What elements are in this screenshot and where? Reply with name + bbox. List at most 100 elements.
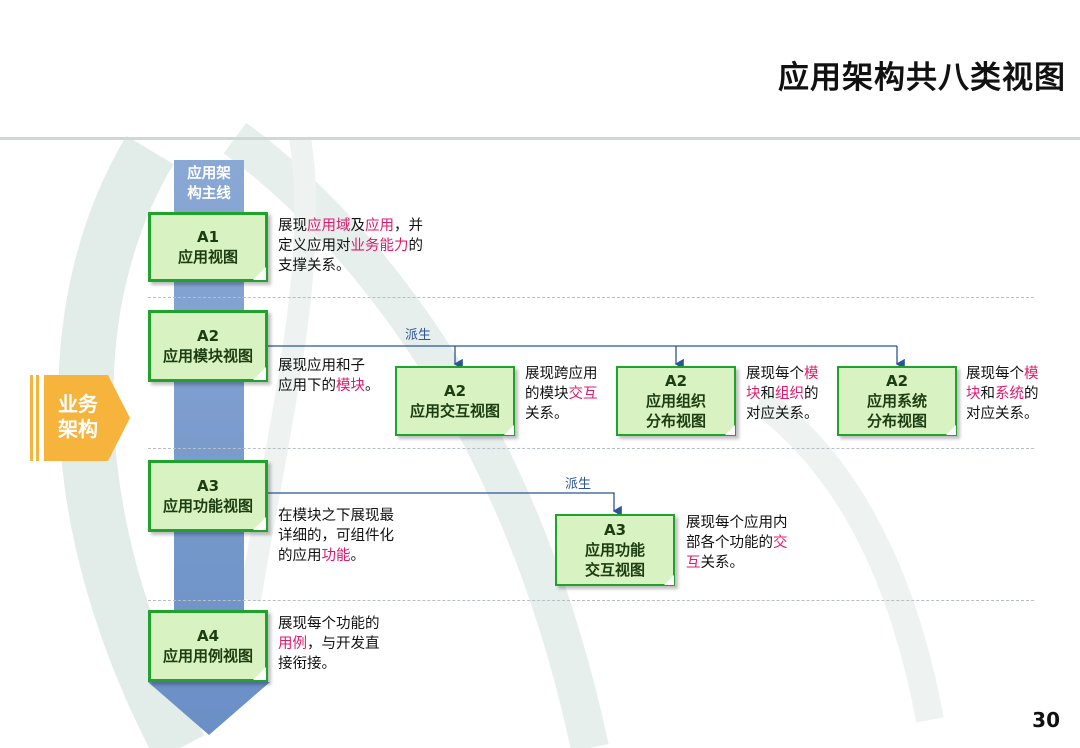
view-description-a3-interaction: 展现每个应用内部各个功能的交互关系。 bbox=[686, 513, 788, 573]
view-code: A2 bbox=[664, 372, 688, 390]
view-card-a2-sys[interactable]: A2 应用系统 分布视图 bbox=[837, 366, 957, 436]
header-divider bbox=[0, 137, 1080, 140]
description-text: 展现每个 bbox=[746, 366, 804, 382]
description-line: 块和组织的 bbox=[746, 384, 819, 404]
description-text: 接衔接。 bbox=[278, 656, 336, 672]
description-text: 部各个功能的 bbox=[686, 535, 773, 551]
description-line: 关系。 bbox=[525, 404, 598, 424]
highlighted-term: 交互 bbox=[568, 386, 598, 402]
description-line: 定义应用对业务能力的 bbox=[278, 236, 423, 256]
description-line: 应用下的模块。 bbox=[278, 376, 380, 396]
description-text: 详细的，可组件化 bbox=[278, 528, 394, 544]
description-line: 的模块交互 bbox=[525, 384, 598, 404]
view-card-a2[interactable]: A2 应用模块视图 bbox=[148, 310, 268, 382]
description-line: 互关系。 bbox=[686, 553, 788, 573]
view-description-a3: 在模块之下展现最详细的，可组件化的应用功能。 bbox=[278, 506, 394, 566]
description-line: 在模块之下展现最 bbox=[278, 506, 394, 526]
folded-corner bbox=[253, 517, 266, 530]
view-card-a2-interaction[interactable]: A2 应用交互视图 bbox=[395, 366, 515, 436]
description-line: 接衔接。 bbox=[278, 654, 380, 674]
business-architecture-label: 业务 架构 bbox=[58, 392, 98, 441]
view-name-line: 应用组织 bbox=[645, 392, 706, 410]
description-text: 和 bbox=[980, 386, 996, 402]
view-name: 应用模块视图 bbox=[162, 347, 253, 365]
view-name-line: 应用功能 bbox=[584, 541, 645, 559]
view-code: A2 bbox=[443, 382, 467, 400]
highlighted-term: 模块 bbox=[336, 378, 365, 394]
description-line: 对应关系。 bbox=[746, 404, 819, 424]
row-separator bbox=[148, 600, 1034, 601]
view-card-a4[interactable]: A4 应用用例视图 bbox=[148, 610, 268, 682]
description-line: 展现应用域及应用，并 bbox=[278, 216, 423, 236]
view-name: 应用用例视图 bbox=[162, 647, 253, 665]
description-text: 关系。 bbox=[700, 555, 745, 571]
spine-arrow bbox=[148, 160, 270, 735]
derive-label: 派生 bbox=[565, 477, 592, 492]
business-architecture-arrow bbox=[30, 375, 130, 461]
folded-corner bbox=[946, 425, 956, 435]
folded-corner bbox=[253, 667, 266, 680]
view-description-a2-sys: 展现每个模块和系统的对应关系。 bbox=[966, 364, 1039, 424]
highlighted-term: 应用 bbox=[365, 218, 394, 234]
spine-label: 应用架 构主线 bbox=[187, 166, 231, 202]
description-text: 关系。 bbox=[525, 406, 569, 422]
description-line: 支撑关系。 bbox=[278, 256, 423, 276]
view-description-a1: 展现应用域及应用，并定义应用对业务能力的支撑关系。 bbox=[278, 216, 423, 276]
highlighted-term: 交 bbox=[773, 535, 788, 551]
folded-corner bbox=[664, 575, 674, 585]
view-code: A2 bbox=[885, 372, 909, 390]
view-code: A3 bbox=[603, 521, 627, 539]
description-text: 在模块之下展现最 bbox=[278, 508, 394, 524]
description-text: 。 bbox=[365, 378, 380, 394]
view-name: 应用视图 bbox=[177, 248, 238, 266]
description-text: 展现每个应用内 bbox=[686, 515, 788, 531]
description-text: 的应用 bbox=[278, 548, 322, 564]
description-text: 对应关系。 bbox=[966, 406, 1039, 422]
description-text: 对应关系。 bbox=[746, 406, 819, 422]
description-line: 展现每个应用内 bbox=[686, 513, 788, 533]
view-code: A1 bbox=[196, 228, 220, 246]
description-line: 展现应用和子 bbox=[278, 356, 380, 376]
description-line: 展现每个模 bbox=[966, 364, 1039, 384]
description-text: ，并 bbox=[394, 218, 423, 234]
highlighted-term: 功能 bbox=[321, 548, 351, 564]
view-code: A3 bbox=[196, 477, 220, 495]
description-text: 的 bbox=[408, 238, 424, 254]
folded-corner bbox=[253, 267, 266, 280]
folded-corner bbox=[504, 425, 514, 435]
description-line: 的应用功能。 bbox=[278, 546, 394, 566]
view-name-line: 应用系统 bbox=[866, 392, 927, 410]
view-card-a1[interactable]: A1 应用视图 bbox=[148, 212, 268, 282]
view-card-a3-interaction[interactable]: A3 应用功能 交互视图 bbox=[555, 514, 675, 586]
description-line: 用例，与开发直 bbox=[278, 634, 380, 654]
description-text: 展现应用和子 bbox=[278, 358, 365, 374]
highlighted-term: 应用域 bbox=[307, 218, 351, 234]
row-separator bbox=[148, 297, 1034, 298]
description-line: 块和系统的 bbox=[966, 384, 1039, 404]
view-card-a2-org[interactable]: A2 应用组织 分布视图 bbox=[616, 366, 736, 436]
highlighted-term: 互 bbox=[686, 555, 701, 571]
highlighted-term: 模 bbox=[804, 366, 819, 382]
view-description-a2-interaction: 展现跨应用的模块交互关系。 bbox=[525, 364, 598, 424]
view-code: A4 bbox=[196, 627, 220, 645]
view-card-a3[interactable]: A3 应用功能视图 bbox=[148, 460, 268, 532]
highlighted-term: 模 bbox=[1024, 366, 1039, 382]
row-separator bbox=[148, 448, 1034, 449]
description-line: 展现每个功能的 bbox=[278, 614, 380, 634]
description-line: 展现跨应用 bbox=[525, 364, 598, 384]
derive-label: 派生 bbox=[405, 328, 432, 343]
view-name-line: 分布视图 bbox=[645, 412, 706, 430]
page-number: 30 bbox=[1032, 708, 1060, 732]
view-name-line: 分布视图 bbox=[866, 412, 927, 430]
description-text: 展现每个 bbox=[966, 366, 1024, 382]
description-text: 展现跨应用 bbox=[525, 366, 598, 382]
description-text: 的模块 bbox=[525, 386, 569, 402]
description-text: 的 bbox=[804, 386, 819, 402]
description-line: 详细的，可组件化 bbox=[278, 526, 394, 546]
description-line: 对应关系。 bbox=[966, 404, 1039, 424]
view-code: A2 bbox=[196, 327, 220, 345]
view-description-a2-org: 展现每个模块和组织的对应关系。 bbox=[746, 364, 819, 424]
highlighted-term: 用例 bbox=[278, 636, 307, 652]
description-text: 展现 bbox=[278, 218, 307, 234]
description-line: 展现每个模 bbox=[746, 364, 819, 384]
